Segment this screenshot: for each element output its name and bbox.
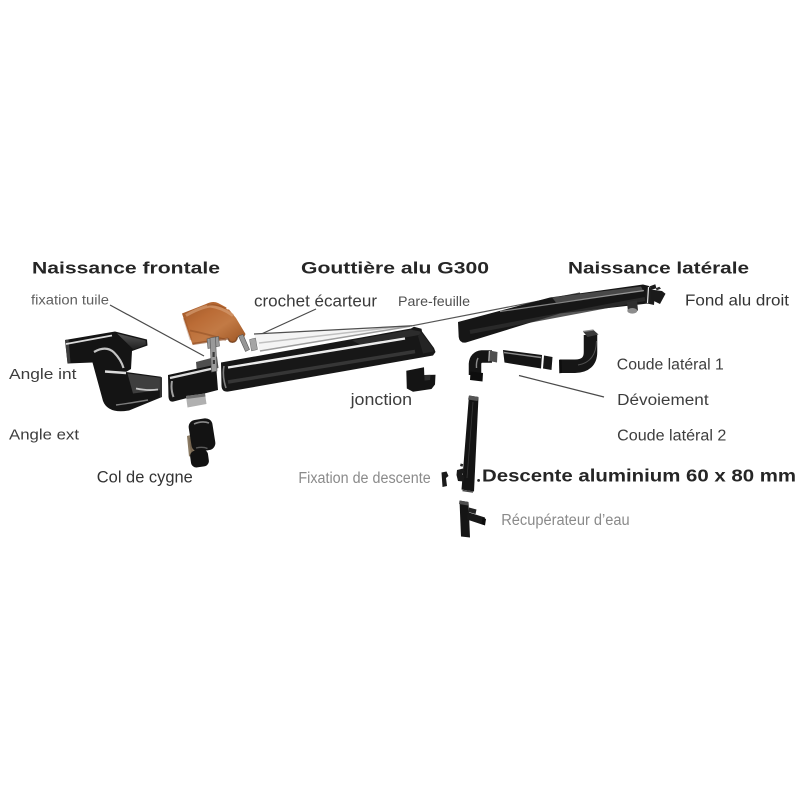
svg-text:Col de cygne: Col de cygne [97,468,193,487]
svg-text:Naissance frontale: Naissance frontale [32,260,220,278]
svg-text:Pare-feuille: Pare-feuille [398,293,470,309]
svg-text:Angle int: Angle int [9,367,77,383]
svg-text:Angle ext: Angle ext [9,428,79,444]
svg-text:fixation tuile: fixation tuile [31,293,109,308]
svg-text:Récupérateur d’eau: Récupérateur d’eau [501,512,630,529]
svg-text:Dévoiement: Dévoiement [617,392,709,409]
svg-text:Fixation de descente: Fixation de descente [298,470,430,487]
svg-text:jonction: jonction [350,391,413,409]
svg-text:Gouttière alu G300: Gouttière alu G300 [301,260,489,278]
svg-text:Naissance latérale: Naissance latérale [568,260,749,278]
svg-text:Descente aluminium 60 x 80 mm: Descente aluminium 60 x 80 mm [482,466,796,486]
svg-text:Coude latéral 2: Coude latéral 2 [617,427,726,444]
svg-text:crochet écarteur: crochet écarteur [254,292,377,311]
svg-text:Fond alu droit: Fond alu droit [685,292,790,309]
svg-text:Coude latéral 1: Coude latéral 1 [617,357,724,374]
